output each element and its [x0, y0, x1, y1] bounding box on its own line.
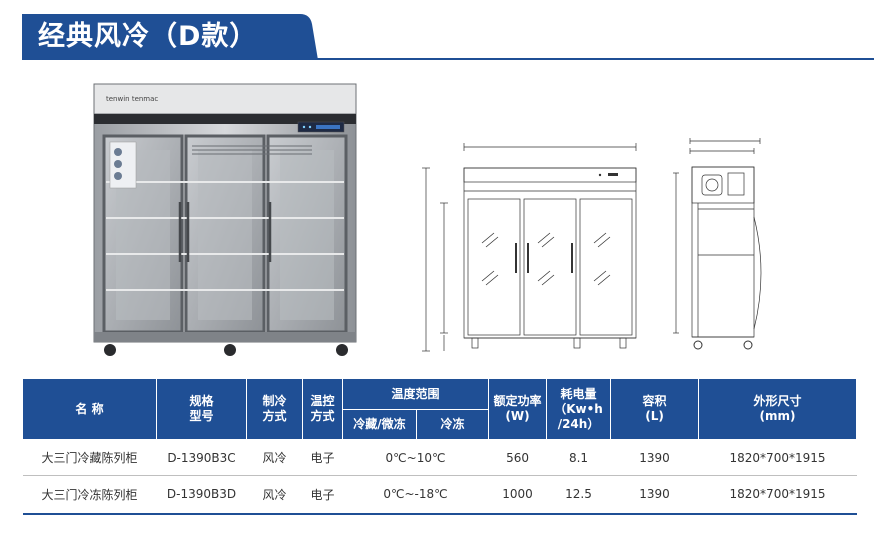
- title-underline: [22, 58, 874, 60]
- col-header-consumption: 耗电量（Kw•h/24h）: [546, 378, 612, 440]
- col-header-power: 额定功率(W): [488, 378, 548, 440]
- cell-power: 1000: [488, 475, 547, 515]
- table-row: 大三门冷冻陈列柜 D-1390B3D 风冷 电子 0℃~-18℃ 1000 12…: [22, 475, 857, 515]
- product-photo: tenwin tenmac: [93, 83, 357, 356]
- cell-power: 560: [488, 439, 547, 476]
- col-header-temp-freeze: 冷冻: [415, 409, 490, 440]
- cell-volume: 1390: [610, 475, 699, 515]
- spec-table: 名 称 规格型号 制冷方式 温控方式 温度范围 额定功率(W) 耗电量（Kw•h…: [22, 378, 858, 515]
- brand-label: tenwin tenmac: [106, 95, 158, 103]
- cell-control: 电子: [302, 475, 343, 515]
- col-header-name: 名 称: [22, 378, 157, 440]
- col-header-temp-range: 温度范围: [341, 378, 490, 410]
- cell-temp: 0℃~10℃: [342, 439, 489, 476]
- col-header-cooling: 制冷方式: [246, 378, 303, 440]
- cell-name: 大三门冷冻陈列柜: [22, 475, 157, 515]
- cell-temp: 0℃~-18℃: [342, 475, 489, 515]
- side-view-drawing: [673, 138, 762, 350]
- cell-control: 电子: [302, 439, 343, 476]
- cell-name: 大三门冷藏陈列柜: [22, 439, 157, 476]
- cell-volume: 1390: [610, 439, 699, 476]
- front-view-drawing: [422, 143, 637, 352]
- table-row: 大三门冷藏陈列柜 D-1390B3C 风冷 电子 0℃~10℃ 560 8.1 …: [22, 439, 857, 476]
- col-header-control: 温控方式: [302, 378, 343, 440]
- col-header-size: 外形尺寸(mm): [698, 378, 858, 440]
- page-title: 经典风冷（D款）: [38, 21, 258, 52]
- section-title-banner: 经典风冷（D款）: [22, 14, 318, 60]
- cell-cooling: 风冷: [246, 439, 303, 476]
- col-header-volume: 容积(L): [610, 378, 700, 440]
- cell-cooling: 风冷: [246, 475, 303, 515]
- cell-size: 1820*700*1915: [698, 475, 857, 515]
- cell-model: D-1390B3D: [156, 475, 247, 515]
- cell-model: D-1390B3C: [156, 439, 247, 476]
- col-header-temp-chill: 冷藏/微冻: [342, 409, 417, 440]
- cell-consumption: 12.5: [546, 475, 611, 515]
- title-banner-shape: [22, 14, 318, 60]
- cell-size: 1820*700*1915: [698, 439, 857, 476]
- cell-consumption: 8.1: [546, 439, 611, 476]
- col-header-model: 规格型号: [156, 378, 247, 440]
